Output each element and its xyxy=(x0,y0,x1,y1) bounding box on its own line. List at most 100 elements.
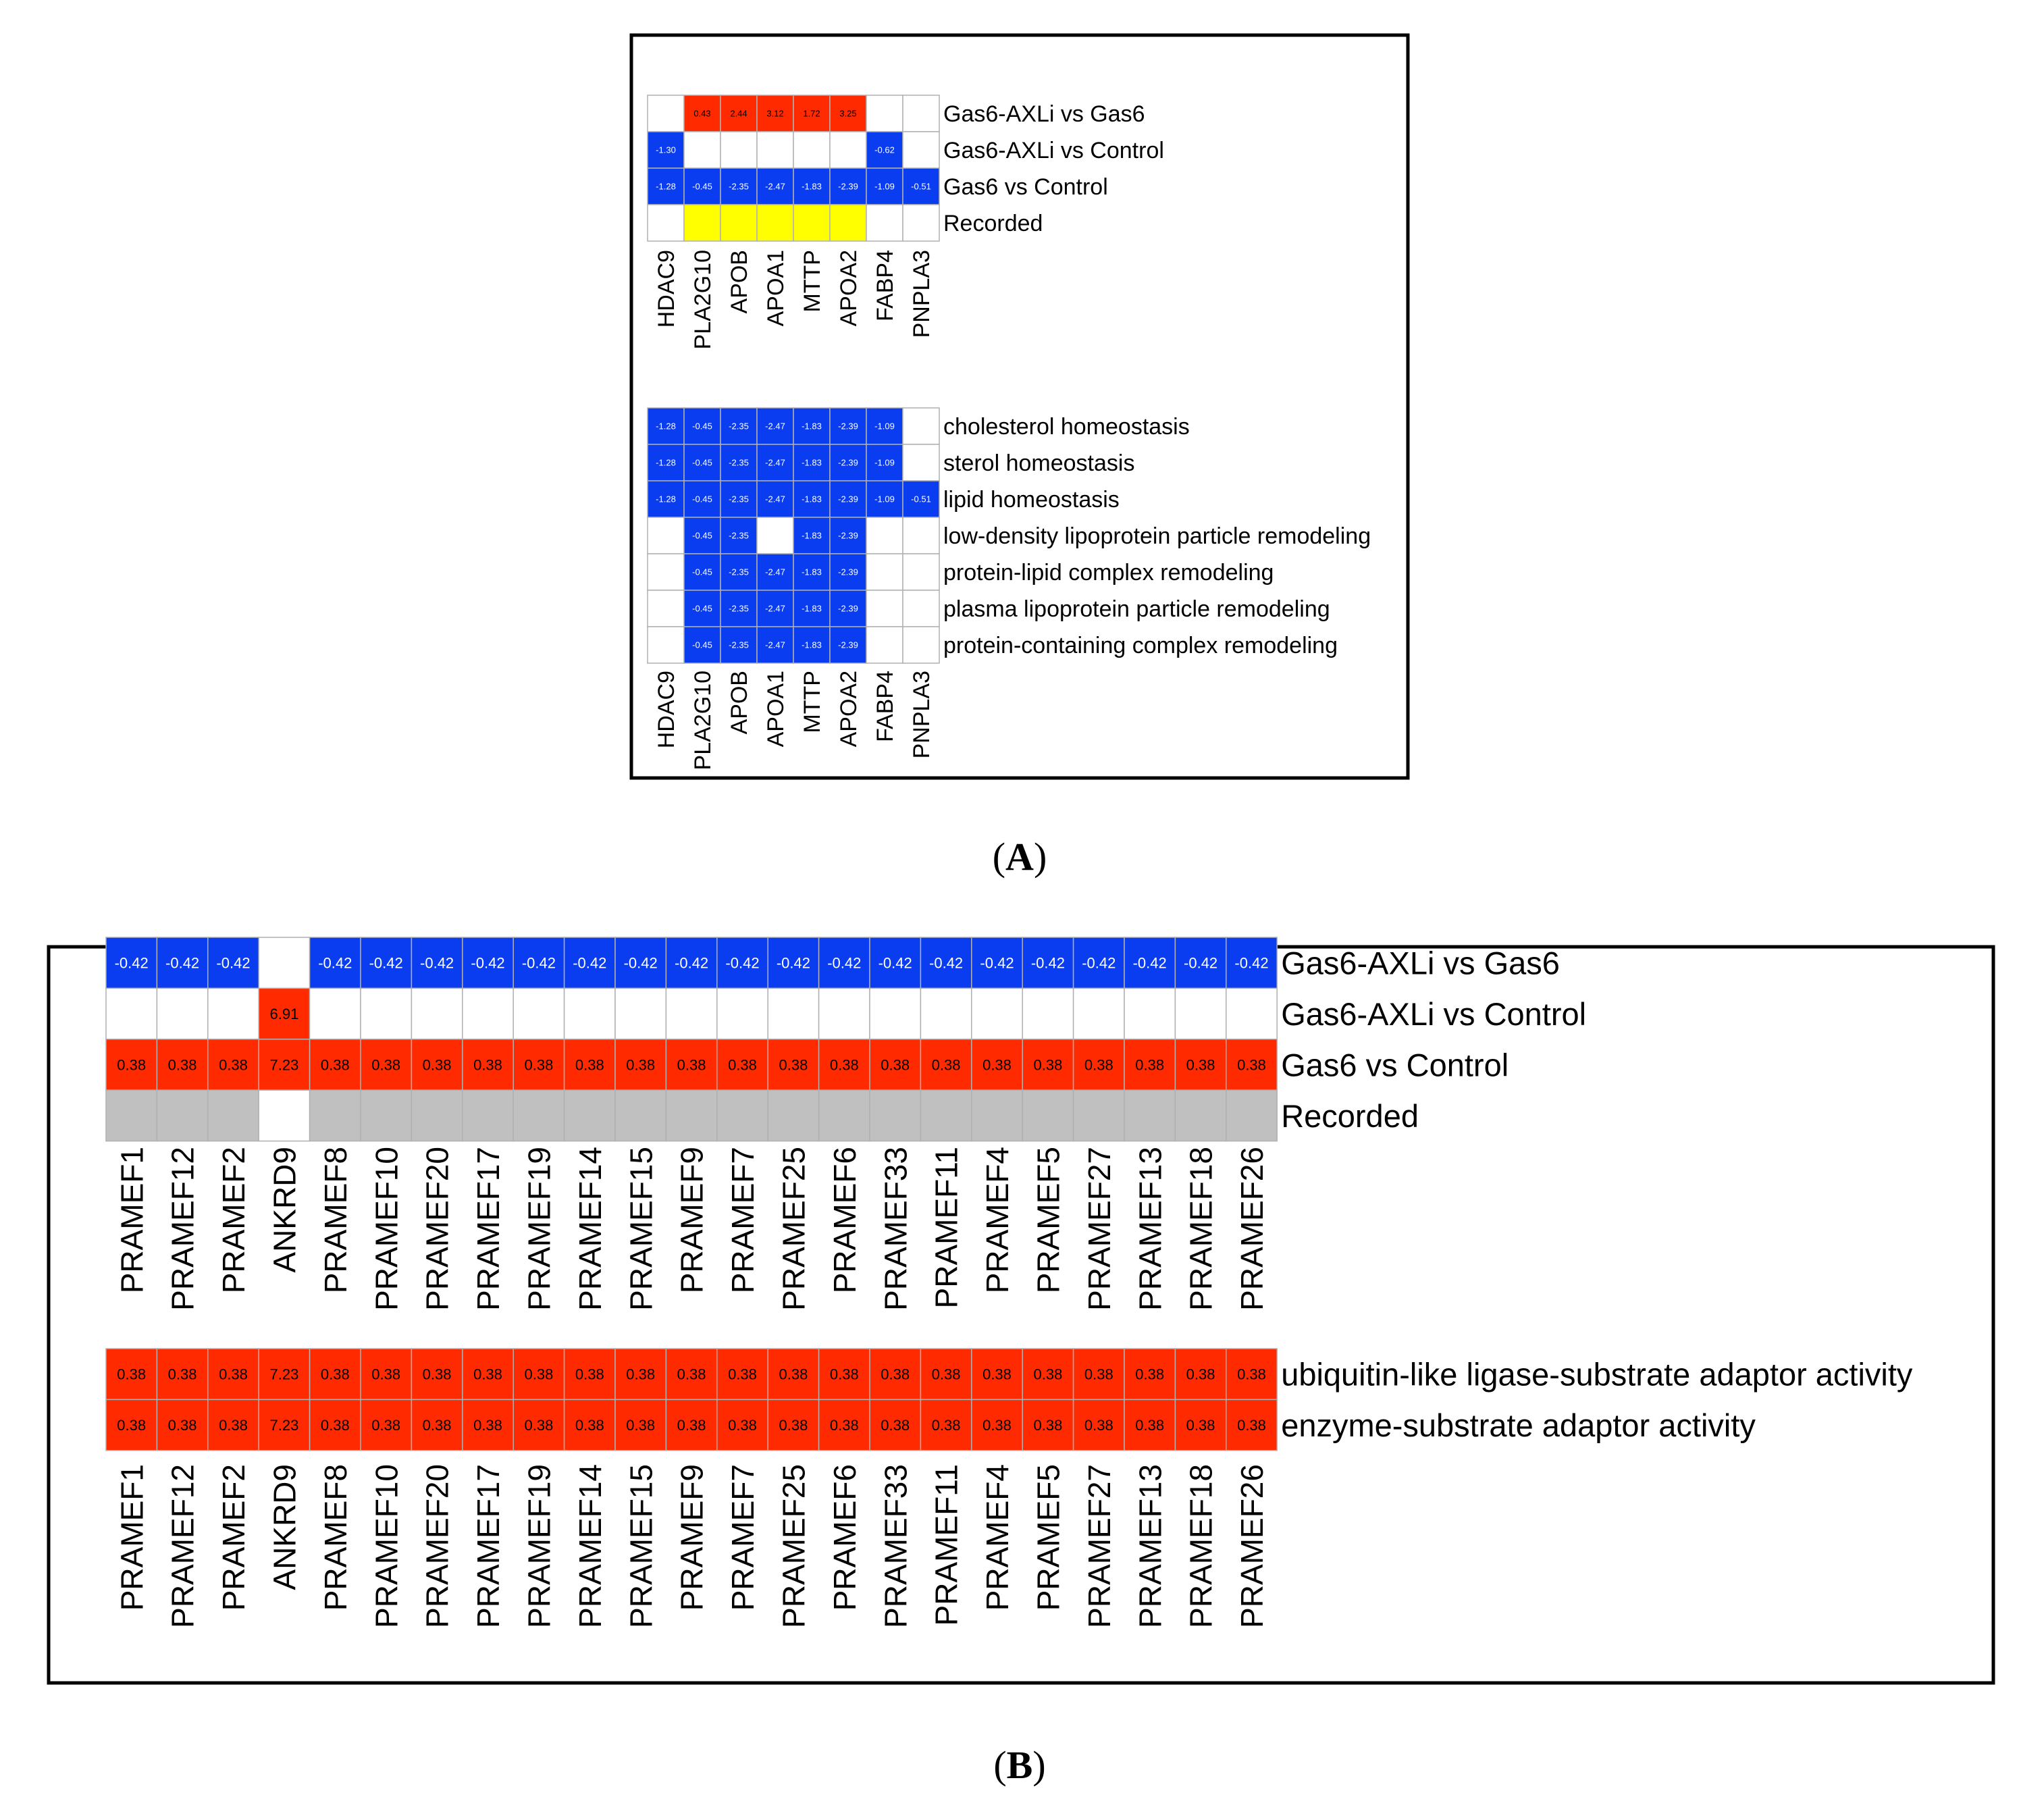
panel-b-cell-b1-r1-c11 xyxy=(665,1399,718,1451)
panel-a-value-label: -2.35 xyxy=(729,494,749,504)
panel-a-cell-b0-r1-c3 xyxy=(756,131,794,169)
panel-a-column-label: APOA2 xyxy=(836,250,862,326)
panel-b-cell-b0-r0-c14 xyxy=(818,937,870,989)
panel-b-value-label: 0.38 xyxy=(1084,1417,1113,1434)
panel-a-cell-b0-r2-c7 xyxy=(902,167,940,205)
panel-b-cell-b0-r1-c20 xyxy=(1124,987,1176,1040)
panel-b-value-label: -0.42 xyxy=(1234,955,1268,972)
panel-b-cell-b0-r3-c3 xyxy=(258,1089,311,1142)
panel-b-value-label: 0.38 xyxy=(371,1417,400,1434)
panel-b-column-label: PRAMEF26 xyxy=(1234,1464,1269,1628)
panel-b-column-label: PRAMEF13 xyxy=(1132,1464,1168,1628)
panel-b-value-label: 0.38 xyxy=(677,1366,706,1383)
panel-a-column-label: APOB xyxy=(727,250,752,313)
panel-b-row-label: ubiquitin-like ligase-substrate adaptor … xyxy=(1281,1357,1913,1393)
panel-b-row-label: Gas6 vs Control xyxy=(1281,1047,1509,1083)
panel-b-value-label: 0.38 xyxy=(423,1056,452,1073)
panel-b-value-label: 0.38 xyxy=(1084,1366,1113,1383)
panel-a-value-label: 3.12 xyxy=(766,109,783,119)
panel-b-value-label: -0.42 xyxy=(471,955,504,972)
panel-a-cell-b1-r4-c0 xyxy=(647,553,685,591)
panel-b-value-label: 0.38 xyxy=(219,1366,248,1383)
panel-b-cell-b0-r0-c3 xyxy=(258,937,311,989)
panel-b-column-label: PRAMEF8 xyxy=(318,1464,353,1611)
panel-a-value-label: -2.35 xyxy=(729,458,749,468)
panel-a-cell-b1-r3-c6 xyxy=(866,517,903,554)
panel-a-value-label: -0.45 xyxy=(692,604,712,614)
panel-b-cell-b0-r2-c2 xyxy=(207,1039,259,1091)
panel-b-cell-b0-r1-c1 xyxy=(156,987,209,1040)
panel-a-value-label: -0.45 xyxy=(692,567,712,577)
panel-b-cell-b0-r0-c10 xyxy=(614,937,667,989)
panel-a-row-label: Gas6 vs Control xyxy=(943,174,1108,200)
panel-a-value-label: -1.83 xyxy=(802,567,822,577)
panel-b-value-label: 0.38 xyxy=(779,1366,808,1383)
panel-b-cell-b0-r2-c15 xyxy=(869,1039,922,1091)
panel-b-cell-b0-r1-c11 xyxy=(665,987,718,1040)
panel-b-value-label: 0.38 xyxy=(830,1417,859,1434)
panel-b-value-label: 0.38 xyxy=(371,1366,400,1383)
panel-b-cell-b0-r1-c13 xyxy=(767,987,820,1040)
panel-b-cell-b1-r0-c19 xyxy=(1072,1348,1125,1401)
panel-b-cell-b0-r1-c15 xyxy=(869,987,922,1040)
panel-b-cell-b0-r0-c2 xyxy=(207,937,259,989)
panel-b-cell-b0-r3-c18 xyxy=(1022,1089,1074,1142)
panel-a-value-label: -0.45 xyxy=(692,531,712,541)
panel-a-column-label: APOA1 xyxy=(763,671,789,747)
panel-a-cell-b1-r1-c7 xyxy=(902,444,940,482)
panel-b-value-label: -0.42 xyxy=(624,955,658,972)
panel-b-cell-b1-r1-c5 xyxy=(360,1399,413,1451)
panel-a-row-label: Gas6-AXLi vs Control xyxy=(943,138,1164,163)
panel-a-cell-b1-r2-c0 xyxy=(647,480,685,518)
panel-a-value-label: 0.43 xyxy=(693,109,710,119)
panel-b-value-label: 0.38 xyxy=(982,1417,1012,1434)
panel-b-cell-b1-r0-c6 xyxy=(411,1348,463,1401)
panel-a-column-label: FABP4 xyxy=(872,671,898,742)
panel-b-column-label: PRAMEF9 xyxy=(675,1464,710,1611)
panel-b-value-label: 0.38 xyxy=(117,1056,146,1073)
panel-a-value-label: -1.09 xyxy=(874,421,895,432)
panel-a-cell-b0-r3-c0 xyxy=(647,204,685,242)
panel-b-cell-b0-r0-c22 xyxy=(1226,937,1278,989)
panel-b-cell-b0-r1-c19 xyxy=(1072,987,1125,1040)
panel-a-cell-b1-r3-c7 xyxy=(902,517,940,554)
panel-b-cell-b0-r3-c7 xyxy=(462,1089,514,1142)
panel-a-cell-b0-r2-c1 xyxy=(683,167,721,205)
panel-b-column-label: PRAMEF9 xyxy=(675,1147,710,1293)
panel-b-value-label: 0.38 xyxy=(1033,1417,1062,1434)
panel-b-value-label: 0.38 xyxy=(932,1056,961,1073)
panel-b-cell-b0-r2-c11 xyxy=(665,1039,718,1091)
panel-b-cell-b0-r1-c6 xyxy=(411,987,463,1040)
panel-b-value-label: 0.38 xyxy=(1186,1056,1215,1073)
panel-a-cell-b1-r2-c1 xyxy=(683,480,721,518)
panel-a-value-label: -1.83 xyxy=(802,604,822,614)
panel-b-column-label: PRAMEF18 xyxy=(1184,1147,1219,1311)
panel-b-column-label: PRAMEF25 xyxy=(776,1147,811,1311)
panel-b-value-label: 0.38 xyxy=(1237,1417,1266,1434)
panel-a-value-label: -2.47 xyxy=(765,458,785,468)
panel-a-row-label: protein-lipid complex remodeling xyxy=(943,560,1274,586)
panel-b-value-label: 0.38 xyxy=(626,1366,655,1383)
panel-b-cell-b0-r2-c18 xyxy=(1022,1039,1074,1091)
panel-a-cell-b0-r3-c6 xyxy=(866,204,903,242)
panel-b-value-label: 0.38 xyxy=(524,1366,553,1383)
panel-b-value-label: 0.38 xyxy=(881,1056,910,1073)
panel-b-value-label: -0.42 xyxy=(1133,955,1167,972)
panel-a-cell-b1-r6-c0 xyxy=(647,626,685,664)
panel-b-cell-b0-r2-c22 xyxy=(1226,1039,1278,1091)
panel-b-column-label: PRAMEF1 xyxy=(114,1147,149,1293)
panel-b-column-label: PRAMEF20 xyxy=(420,1147,455,1311)
panel-b-value-label: 0.38 xyxy=(117,1417,146,1434)
panel-a-row-label: Recorded xyxy=(943,211,1043,236)
panel-b-cell-b0-r2-c4 xyxy=(309,1039,361,1091)
panel-a-cell-b0-r3-c2 xyxy=(720,204,758,242)
panel-b-value-label: 0.38 xyxy=(473,1056,502,1073)
panel-b-cell-b0-r0-c0 xyxy=(105,937,158,989)
panel-a-row-label: lipid homeostasis xyxy=(943,487,1120,513)
panel-b-value-label: 0.38 xyxy=(321,1366,350,1383)
panel-b-value-label: 0.38 xyxy=(881,1417,910,1434)
panel-a-cell-b1-r4-c6 xyxy=(866,553,903,591)
panel-a-value-label: -1.83 xyxy=(802,640,822,650)
panel-b-cell-b0-r0-c11 xyxy=(665,937,718,989)
panel-a-value-label: -1.28 xyxy=(656,494,676,504)
